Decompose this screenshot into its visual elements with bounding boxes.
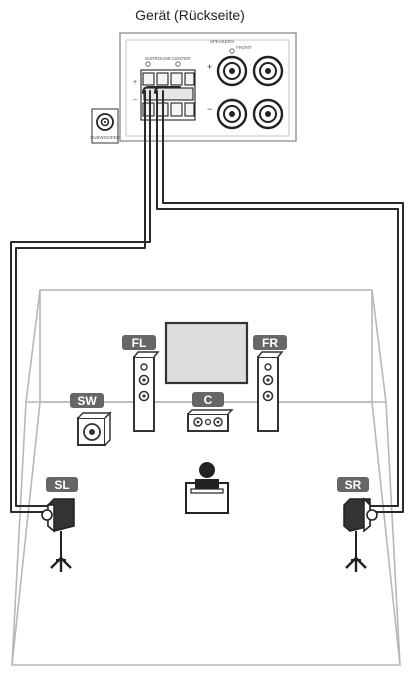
tower-speaker-fl [133,356,155,432]
woofer-icon [213,417,223,427]
tv [164,321,249,385]
subwoofer-out-label: SUBWOOFER [90,135,120,140]
woofer-icon [193,417,203,427]
woofer-icon [262,374,274,386]
front-minus-sign: − [207,104,212,114]
speaker-surround-left: SL [41,477,78,572]
speakers-label: SPEAKERS [210,39,234,44]
tag-c [192,392,224,407]
label-sw: SW [77,394,97,408]
woofer-icon [138,390,150,402]
binding-post-front-right-plus [252,55,284,87]
front-label: FRONT [236,45,252,50]
tag-sr [337,477,369,492]
room-outline [11,289,401,666]
binding-post-front-right-minus [252,98,284,130]
listener-seat-icon [185,462,229,514]
tv-screen [164,321,249,385]
speaker-subwoofer: SW [70,393,112,446]
binding-post-front-left-plus [216,55,248,87]
room-left-edge [11,401,41,666]
label-c: C [204,393,213,407]
cable-clip-right [154,86,181,94]
subwoofer-driver-icon [83,423,101,441]
cable-surround-left-pair [15,90,146,507]
front-marker-icon [229,48,235,54]
room-right-edge [371,401,401,666]
tweeter-icon [140,363,148,371]
woofer-icon [138,374,150,386]
speaker-cables [10,86,404,513]
cable-surround-right [162,90,404,513]
tower-speaker-fr [257,356,279,432]
front-binding-posts [216,55,284,130]
subwoofer-out-jack: SUBWOOFER [90,108,120,144]
receiver-back-panel: SPEAKERS SURROUND CENTER FRONT + − + − [90,32,297,144]
tweeter-icon [204,418,212,426]
listener-head-icon [199,462,215,478]
woofer-icon [262,390,274,402]
tag-fr [253,335,287,350]
surround-label: SURROUND [145,56,172,61]
label-fl: FL [132,336,147,350]
tag-sw [70,393,104,408]
tag-fl [122,335,156,350]
cable-surround-left [10,90,151,513]
label-sl: SL [54,478,69,492]
label-fr: FR [262,336,278,350]
plus-sign: + [133,79,137,86]
minus-sign: − [133,97,137,104]
speaker-front-right: FR [253,335,287,432]
cable-surround-right-pair [156,90,399,507]
cable-clip-left [142,86,169,94]
speaker-surround-right: SR [337,477,378,572]
center-marker-icon [175,61,181,67]
center-label: CENTER [172,56,191,61]
binding-post-front-left-minus [216,98,248,130]
device-title: Gerät (Rückseite) [135,7,245,23]
tag-sl [46,477,78,492]
front-plus-sign: + [207,62,212,72]
speaker-center: C [187,392,234,432]
surround-marker-icon [145,61,151,67]
speaker-front-left: FL [122,335,160,432]
label-sr: SR [345,478,362,492]
speakers-area [125,39,290,137]
tweeter-icon [264,363,272,371]
